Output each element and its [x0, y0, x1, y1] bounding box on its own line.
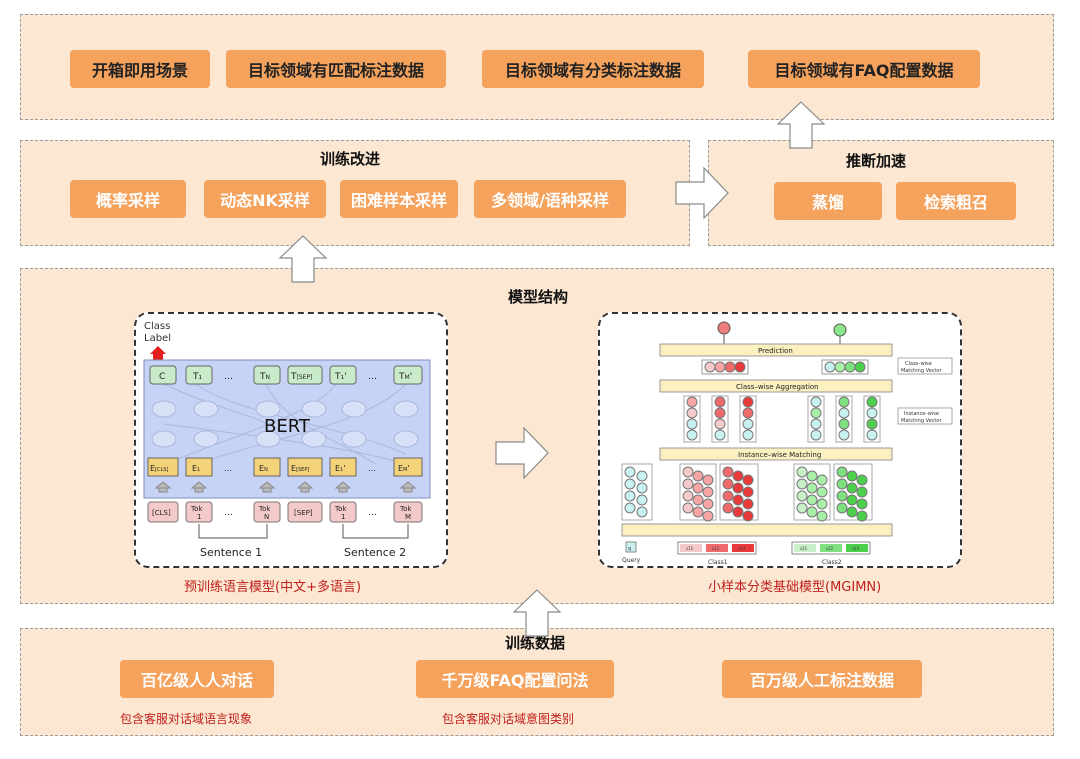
- svg-text:Tok: Tok: [334, 505, 347, 513]
- query-label: Query: [622, 557, 641, 564]
- hard-sample-sampling: 困难样本采样: [340, 180, 458, 218]
- output-node-red: [717, 321, 731, 335]
- output-node-green: [833, 323, 847, 337]
- svg-text:[SEP]: [SEP]: [294, 509, 313, 517]
- svg-text:s11: s11: [686, 546, 694, 551]
- sentence2-bracket: [342, 524, 409, 539]
- data-faq-questions: 千万级FAQ配置问法: [416, 660, 614, 698]
- emb-token-row: E[CLS] E₁ … EN E[SEP] E₁' … EM': [147, 457, 423, 477]
- up-arrow-to-scenarios: [776, 101, 826, 149]
- query-token: q: [628, 546, 631, 552]
- training-improvements-title: 训练改进: [320, 150, 381, 168]
- svg-text:…: …: [368, 508, 377, 518]
- bert-connections: [163, 383, 407, 465]
- class1-label: Class1: [708, 559, 728, 566]
- svg-text:s22: s22: [826, 546, 834, 551]
- encoder-bar: [621, 523, 893, 537]
- class-wise-aggregation-bar: [659, 379, 893, 393]
- note-chat-phenomena: 包含客服对话域语言现象: [120, 712, 253, 726]
- svg-text:T[SEP]: T[SEP]: [290, 372, 312, 382]
- bert-caption: 预训练语言模型(中文+多语言): [184, 580, 362, 595]
- prob-sampling: 概率采样: [70, 180, 186, 218]
- input-arrows: [154, 481, 417, 493]
- up-arrow-to-training: [278, 235, 328, 283]
- bert-figure: Class Label C T₁ … TN T[SEP]: [134, 312, 448, 568]
- scenario-faq-data: 目标领域有FAQ配置数据: [748, 50, 980, 88]
- svg-text:EN: EN: [259, 464, 268, 473]
- prediction-bar: [659, 343, 893, 357]
- svg-text:T₁': T₁': [334, 372, 347, 382]
- svg-text:Tok: Tok: [258, 505, 271, 513]
- sentence1-bracket: [198, 524, 268, 539]
- svg-text:s21: s21: [800, 546, 808, 551]
- svg-text:M: M: [405, 513, 411, 521]
- svg-text:1: 1: [341, 513, 345, 521]
- class-label-text: Class: [144, 321, 170, 332]
- svg-text:N: N: [264, 513, 269, 521]
- svg-text:Prediction: Prediction: [758, 347, 793, 355]
- scenario-out-of-box: 开箱即用场景: [70, 50, 210, 88]
- mgimn-caption: 小样本分类基础模型(MGIMN): [708, 580, 882, 595]
- top-token-row: C T₁ … TN T[SEP] T₁' … TM': [149, 365, 423, 385]
- svg-text:s13: s13: [738, 546, 746, 551]
- svg-text:E₁': E₁': [335, 464, 345, 473]
- right-arrow-bert-to-mgimn: [495, 426, 549, 480]
- scenario-class-data: 目标领域有分类标注数据: [482, 50, 704, 88]
- model-structure-title: 模型结构: [508, 288, 569, 306]
- data-human-labels: 百万级人工标注数据: [722, 660, 922, 698]
- sentence1-label: Sentence 1: [200, 546, 262, 559]
- instance-wise-matching-bar: [659, 447, 893, 461]
- distillation: 蒸馏: [774, 182, 882, 220]
- svg-text:Tok: Tok: [190, 505, 203, 513]
- bert-label: BERT: [264, 416, 311, 437]
- note-intent-categories: 包含客服对话域意图类别: [442, 712, 575, 726]
- svg-text:TM': TM': [398, 372, 412, 382]
- class-label-text-2: Label: [144, 333, 171, 344]
- svg-text:EM': EM': [398, 464, 410, 473]
- svg-text:…: …: [368, 464, 376, 473]
- retrieval-recall: 检索粗召: [896, 182, 1016, 220]
- svg-text:…: …: [224, 464, 232, 473]
- svg-text:s23: s23: [852, 546, 860, 551]
- svg-text:TN: TN: [259, 372, 270, 382]
- multi-domain-sampling: 多领域/语种采样: [474, 180, 626, 218]
- svg-text:E[CLS]: E[CLS]: [150, 464, 168, 473]
- scenario-match-data: 目标领域有匹配标注数据: [226, 50, 446, 88]
- mgimn-figure: Prediction Class–wise Matching Vector Cl…: [598, 312, 962, 568]
- class2-label: Class2: [822, 559, 842, 566]
- svg-text:1: 1: [197, 513, 201, 521]
- svg-text:E[SEP]: E[SEP]: [291, 464, 309, 473]
- sentence2-label: Sentence 2: [344, 546, 406, 559]
- svg-text:Matching Vector: Matching Vector: [901, 418, 942, 424]
- training-data-title: 训练数据: [505, 634, 566, 652]
- svg-text:Instance–wise: Instance–wise: [904, 411, 939, 417]
- data-chat-logs: 百亿级人人对话: [120, 660, 274, 698]
- bert-diagram: Class Label C T₁ … TN T[SEP]: [143, 321, 431, 559]
- svg-text:…: …: [224, 508, 233, 518]
- class-label-arrow: [150, 346, 166, 354]
- bert-nodes: [151, 400, 419, 448]
- mgimn-diagram: Prediction Class–wise Matching Vector Cl…: [621, 321, 953, 566]
- svg-text:[CLS]: [CLS]: [152, 509, 171, 517]
- svg-text:s12: s12: [712, 546, 720, 551]
- svg-text:Class–wise Aggregation: Class–wise Aggregation: [736, 383, 819, 391]
- up-arrow-to-model: [512, 589, 562, 637]
- inference-acceleration-title: 推断加速: [846, 152, 907, 170]
- right-arrow-to-inference: [675, 166, 729, 220]
- svg-text:Class–wise: Class–wise: [905, 361, 932, 367]
- svg-text:…: …: [368, 372, 377, 382]
- dynamic-nk-sampling: 动态NK采样: [204, 180, 326, 218]
- svg-text:E₁: E₁: [192, 464, 200, 473]
- aggregation-columns: [683, 395, 881, 443]
- instance-clusters: [621, 463, 873, 522]
- svg-text:Tok: Tok: [399, 505, 412, 513]
- svg-text:Instance–wise Matching: Instance–wise Matching: [738, 451, 821, 459]
- svg-text:Matching Vector: Matching Vector: [901, 368, 942, 374]
- svg-text:T₁: T₁: [192, 372, 202, 382]
- svg-text:C: C: [159, 372, 165, 382]
- svg-text:…: …: [224, 372, 233, 382]
